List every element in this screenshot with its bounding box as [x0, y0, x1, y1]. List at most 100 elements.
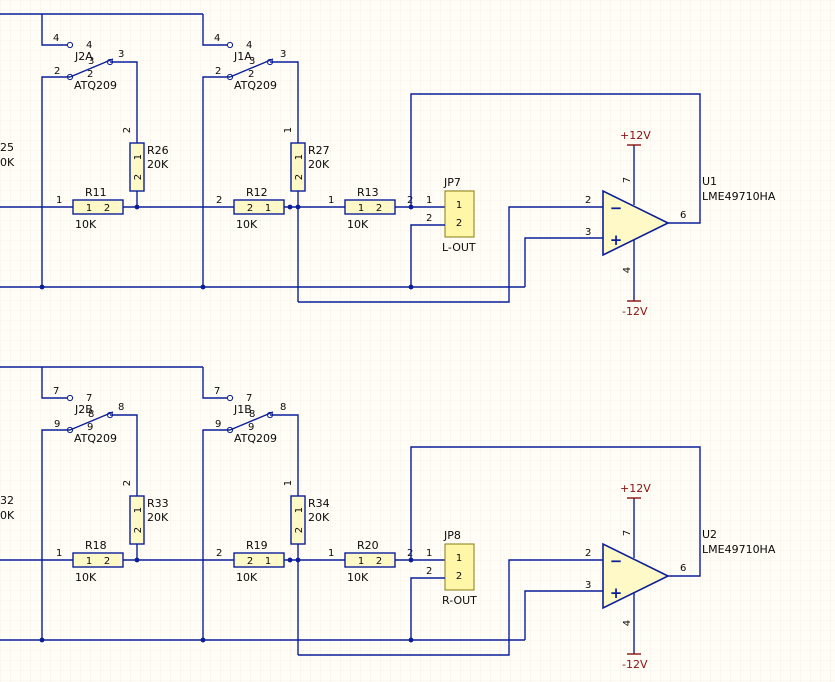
wire — [41, 14, 70, 46]
ra-pin2: 2 — [133, 174, 144, 180]
j2-pin-sw2: 3 — [88, 56, 94, 67]
opamp-pin-plus: 3 — [585, 580, 591, 591]
opamp-body[interactable] — [602, 542, 670, 610]
switch-contact — [226, 394, 234, 402]
j2-pin-com2: 2 — [87, 69, 93, 80]
vneg-label: -12V — [622, 305, 648, 318]
r2-value: 10K — [236, 218, 258, 231]
r2-pin1: 2 — [247, 203, 253, 214]
wire — [202, 76, 230, 287]
r2-net-pin: 2 — [216, 548, 222, 559]
junction-dot — [39, 637, 45, 643]
jumper-net1: 1 — [426, 195, 432, 206]
r2-designator: R12 — [246, 186, 268, 199]
r1-pin2: 2 — [104, 556, 110, 567]
junction-dot — [287, 557, 293, 563]
r1-pin1: 1 — [86, 556, 92, 567]
opamp-designator: U2 — [702, 528, 717, 541]
opamp-pin-vm: 4 — [622, 620, 633, 626]
junction-dot — [295, 204, 301, 210]
jumper-net2: 2 — [426, 213, 432, 224]
jumper-body[interactable] — [444, 190, 475, 238]
junction-dot — [295, 557, 301, 563]
wire — [410, 93, 701, 224]
opamp-pin-plus: 3 — [585, 227, 591, 238]
opamp-pin-out: 6 — [680, 563, 686, 574]
j2-designator: J2A — [74, 50, 93, 63]
opamp-part: LME49710HA — [702, 543, 776, 556]
wire — [524, 590, 603, 640]
j1-pin-top: 7 — [214, 386, 220, 397]
j2-pin-top2: 4 — [86, 40, 92, 51]
rb-designator: R27 — [308, 144, 330, 157]
j2-pin-com: 2 — [54, 66, 60, 77]
rb-value: 20K — [308, 158, 330, 171]
ra-pin2: 2 — [133, 527, 144, 533]
junction-dot — [39, 284, 45, 290]
opamp-plus-sign: + — [610, 231, 623, 249]
switch-lever — [69, 58, 114, 78]
r3-body[interactable] — [344, 199, 396, 215]
opamp-part: LME49710HA — [702, 190, 776, 203]
r1-net-pin: 1 — [56, 195, 62, 206]
rb-designator: R34 — [308, 497, 330, 510]
vneg-label: -12V — [622, 658, 648, 671]
opamp-pin-vp: 7 — [622, 177, 633, 183]
jumper-pin1: 1 — [456, 553, 462, 564]
opamp-body[interactable] — [602, 189, 670, 257]
junction-dot — [134, 204, 140, 210]
j1-designator: J1A — [233, 50, 252, 63]
opamp-pin-vm: 4 — [622, 267, 633, 273]
j2-pin-com: 9 — [54, 419, 60, 430]
ra-body[interactable] — [129, 495, 145, 545]
r1-body[interactable] — [72, 199, 124, 215]
r2-body[interactable] — [233, 199, 285, 215]
r3-body[interactable] — [344, 552, 396, 568]
opamp-minus-sign: − — [610, 552, 623, 570]
wire — [110, 414, 138, 496]
junction-dot — [200, 284, 206, 290]
rb-value: 20K — [308, 511, 330, 524]
rb-pin1: 1 — [294, 507, 305, 513]
j1-pin-com: 9 — [215, 419, 221, 430]
rb-pin1: 1 — [294, 154, 305, 160]
j1-pin-sw2: 8 — [249, 409, 255, 420]
junction-dot — [408, 284, 414, 290]
r3-net-right: 2 — [407, 548, 413, 559]
j1-pin-sw2: 3 — [249, 56, 255, 67]
jumper-body[interactable] — [444, 543, 475, 591]
j2-designator: J2B — [74, 403, 93, 416]
r3-pin2: 2 — [376, 556, 382, 567]
vpos-label: +12V — [620, 129, 651, 142]
rb-body[interactable] — [290, 142, 306, 192]
wire — [41, 367, 70, 399]
r1-body[interactable] — [72, 552, 124, 568]
j1-pin-com2: 9 — [248, 422, 254, 433]
wire — [202, 14, 230, 46]
rb-body[interactable] — [290, 495, 306, 545]
wire — [270, 61, 299, 143]
r2-body[interactable] — [233, 552, 285, 568]
jumper-pin2: 2 — [456, 571, 462, 582]
jumper-pin1: 1 — [456, 200, 462, 211]
j2-pin-sw: 8 — [118, 402, 124, 413]
jumper-designator: JP8 — [443, 529, 461, 542]
wire — [410, 446, 701, 577]
r2-value: 10K — [236, 571, 258, 584]
ra-net-pin: 2 — [122, 480, 133, 486]
wire — [524, 237, 603, 287]
r3-net-pin: 1 — [328, 195, 334, 206]
wire — [110, 61, 138, 143]
wire — [41, 76, 70, 287]
r1-pin1: 1 — [86, 203, 92, 214]
jumper-pin2: 2 — [456, 218, 462, 229]
ra-body[interactable] — [129, 142, 145, 192]
wire — [298, 559, 603, 656]
r1-pin2: 2 — [104, 203, 110, 214]
switch-contact — [226, 41, 234, 49]
ra-value: 20K — [147, 158, 169, 171]
ra-designator: R33 — [147, 497, 169, 510]
j1-pin-top: 4 — [214, 33, 220, 44]
